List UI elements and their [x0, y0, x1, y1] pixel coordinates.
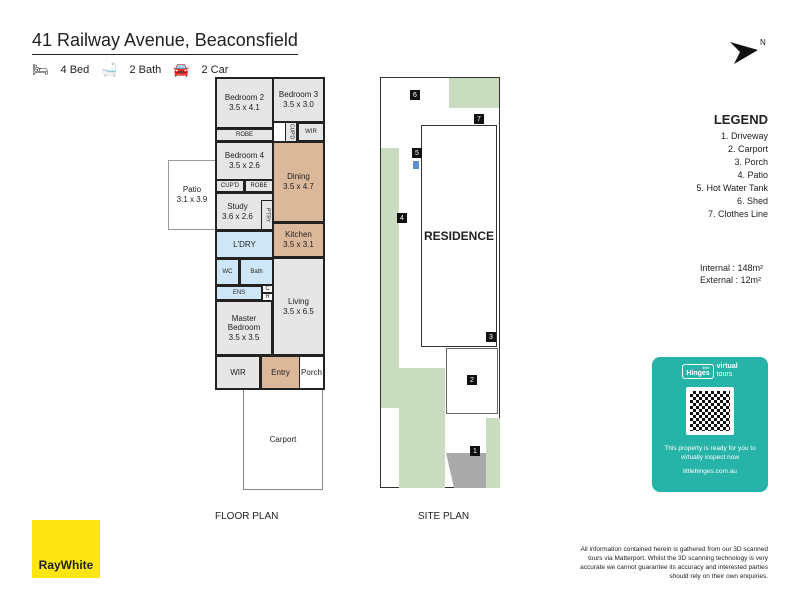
virtual-label: virtual	[716, 363, 738, 370]
room-cupd: CUP'D	[285, 122, 297, 142]
compass-north-label: N	[760, 38, 766, 47]
legend-item: 1. Driveway	[720, 131, 768, 141]
marker-5: 5	[412, 148, 422, 158]
site-plan: RESIDENCE 1 2 3 4 5 6 7	[380, 77, 500, 488]
brand-small-label: little	[702, 364, 710, 370]
compass-icon	[730, 42, 758, 64]
tours-label: tours	[716, 371, 733, 378]
room-carport: Carport	[243, 390, 323, 490]
raywhite-logo: RayWhite	[32, 520, 100, 578]
qr-code[interactable]	[686, 387, 734, 435]
marker-3: 3	[486, 332, 496, 342]
legend-item: 6. Shed	[736, 196, 768, 206]
external-label: External	[700, 275, 734, 285]
legend-item: 3. Porch	[734, 157, 768, 167]
external-value: 12m²	[740, 275, 762, 285]
internal-label: Internal	[700, 263, 731, 273]
marker-2: 2	[467, 375, 477, 385]
room-wir-2: WIR	[215, 355, 261, 390]
driveway	[446, 453, 486, 488]
internal-value: 148m²	[737, 263, 764, 273]
page-title: 41 Railway Avenue, Beaconsfield	[32, 30, 298, 55]
room-cupd-2: CUP'D	[215, 179, 245, 193]
marker-1: 1	[470, 446, 480, 456]
room-wc: WC	[215, 258, 240, 286]
marker-7: 7	[474, 114, 484, 124]
bed-icon: 🛏	[32, 62, 49, 77]
car-icon: 🚘	[173, 62, 190, 77]
room-entry: Entry	[260, 355, 301, 390]
floor-plan-label: FLOOR PLAN	[215, 511, 279, 522]
room-porch: Porch	[300, 355, 325, 390]
legend-item: 2. Carport	[727, 144, 768, 154]
room-ensuite: ENS	[215, 285, 263, 301]
legend-item: 7. Clothes Line	[707, 209, 768, 219]
room-wir: WIR	[297, 122, 325, 142]
tour-text: This property is ready for you to virtua…	[664, 445, 756, 461]
room-robe-2: ROBE	[244, 179, 274, 193]
room-robe: ROBE	[215, 128, 274, 142]
bed-count: 4 Bed	[60, 64, 90, 76]
marker-6: 6	[410, 90, 420, 100]
room-bath: Bath	[239, 258, 274, 286]
features-row: 🛏 4 Bed 🛁 2 Bath 🚘 2 Car	[32, 62, 228, 78]
marker-4: 4	[397, 213, 407, 223]
legend: LEGEND 1. Driveway 2. Carport 3. Porch 4…	[608, 112, 768, 221]
disclaimer: All information contained herein is gath…	[580, 546, 768, 580]
car-count: 2 Car	[201, 64, 229, 76]
tour-url[interactable]: littlehinges.com.au	[683, 468, 737, 475]
residence: RESIDENCE	[421, 125, 497, 347]
legend-item: 5. Hot Water Tank	[696, 183, 768, 193]
legend-item: 4. Patio	[737, 170, 768, 180]
bath-icon: 🛁	[101, 62, 118, 77]
bath-count: 2 Bath	[129, 64, 162, 76]
room-pantry: P'TRY	[261, 200, 273, 230]
site-plan-label: SITE PLAN	[418, 511, 470, 522]
area-summary: Internal : 148m² External : 12m²	[700, 263, 764, 285]
hot-water-tank-icon	[413, 161, 419, 169]
room-laundry: L'DRY	[215, 230, 274, 259]
legend-title: LEGEND	[713, 112, 768, 127]
